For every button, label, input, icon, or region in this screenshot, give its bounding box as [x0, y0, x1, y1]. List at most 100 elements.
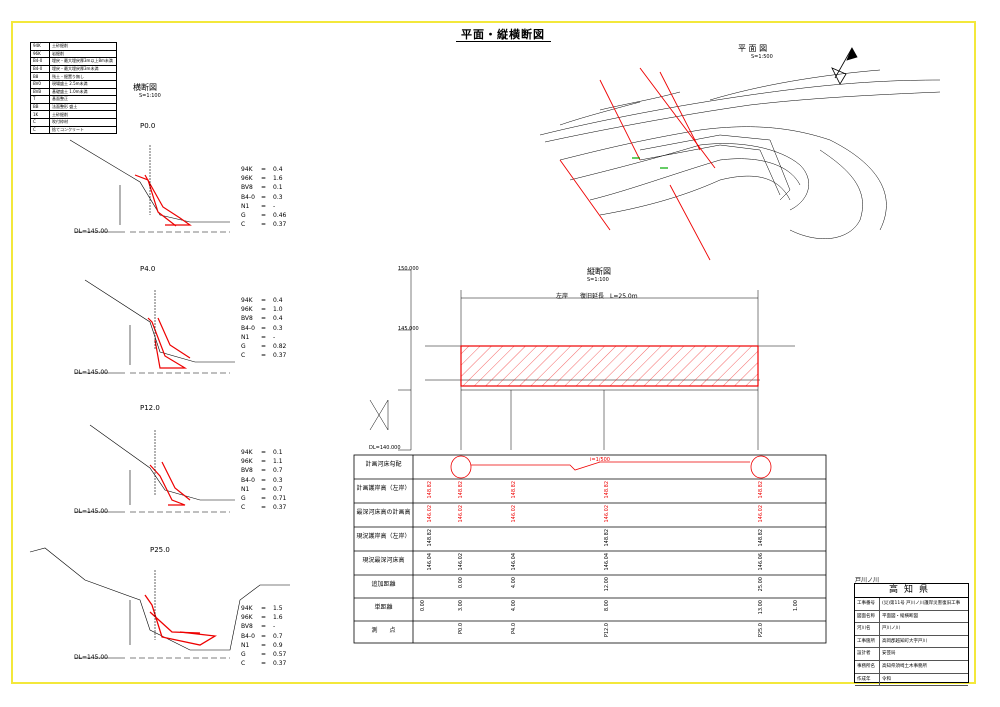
quantity-row: N1=0.7	[241, 485, 286, 494]
quantity-cell: B4-0	[241, 324, 255, 332]
profile-row-label: 計画河床勾配	[365, 461, 402, 468]
quantity-cell: 0.7	[273, 467, 283, 475]
span-label: 左岸 復旧延長 L=25.0m	[556, 293, 638, 300]
quantity-cell: 0.37	[273, 504, 287, 512]
quantity-cell: =	[261, 485, 267, 493]
quantity-cell: 0.37	[273, 352, 287, 360]
quantity-row: N1=0.9	[241, 641, 286, 650]
profile-value: 25.00	[758, 577, 764, 592]
legend-cell: 捨てコンクリート	[49, 125, 117, 135]
quantity-cell: 0.37	[273, 221, 287, 229]
profile-row-label: 追加距離	[371, 581, 396, 588]
quantity-cell: BV8	[241, 184, 253, 192]
profile-value: 146.02	[458, 553, 464, 571]
quantity-cell: G	[241, 212, 246, 220]
quantity-cell: N1	[241, 641, 250, 649]
profile-value: 13.00	[758, 600, 764, 615]
quantity-cell: 1.0	[273, 306, 283, 314]
profile-value: 4.00	[511, 577, 517, 589]
section-datum: DL=145.00	[74, 654, 108, 661]
profile-value: 148.82	[427, 529, 433, 547]
quantity-cell: 0.3	[273, 324, 283, 332]
quantity-cell: =	[261, 202, 267, 210]
quantity-row: 96K=1.6	[241, 174, 286, 183]
section-datum: DL=145.00	[74, 508, 108, 515]
title-block-row: 図面名称平面図・縦横断図	[855, 610, 968, 624]
quantity-cell: =	[261, 458, 267, 466]
quantity-cell: BV8	[241, 315, 253, 323]
title-block-row: 事務所名高知県須崎土木事務所	[855, 660, 968, 674]
quantity-cell: =	[261, 504, 267, 512]
quantity-cell: N1	[241, 333, 250, 341]
title-block-row: 河川名戸川ノ川	[855, 623, 968, 636]
quantity-cell: 1.5	[273, 605, 283, 612]
quantity-cell: =	[261, 343, 267, 351]
quantity-row: BV8 = 0.4	[241, 314, 286, 323]
profile-value: 1.00	[793, 600, 799, 612]
profile-row-label: 現況最深河床高	[362, 557, 405, 564]
quantity-row: 94K=1.5	[241, 604, 286, 613]
quantity-cell: N1	[241, 485, 250, 493]
profile-value: 146.04	[427, 553, 433, 571]
title-block-cell: 戸川ノ川	[882, 626, 900, 632]
profile-row-label: 現況護岸高（左岸）	[356, 533, 411, 540]
longitudinal-scale: S=1:100	[587, 277, 609, 283]
title-block-header: 高知県	[855, 584, 968, 598]
profile-value: 146.06	[758, 553, 764, 571]
quantity-cell: 0.1	[273, 449, 283, 456]
quantity-cell: =	[261, 175, 267, 183]
quantity-row: C=0.37	[241, 351, 286, 360]
quantity-cell: BV8	[241, 467, 253, 475]
profile-value: 146.02	[458, 505, 464, 523]
title-underline	[456, 41, 551, 42]
profile-value: 146.02	[758, 505, 764, 523]
quantity-cell: G	[241, 651, 246, 659]
quantity-row: BV8=-	[241, 622, 286, 631]
profile-row-label: 最深河床高の計画高	[356, 509, 411, 516]
quantity-cell: B4-0	[241, 632, 255, 640]
quantity-row: C=0.37	[241, 659, 286, 668]
quantity-row: G=0.46	[241, 211, 286, 220]
quantity-cell: 0.57	[273, 651, 287, 659]
quantity-cell: =	[261, 495, 267, 503]
quantity-row: G = 0.57	[241, 650, 286, 659]
quantity-cell: 0.3	[273, 476, 283, 484]
quantity-row: N1=-	[241, 202, 286, 211]
quantity-cell: =	[261, 193, 267, 201]
profile-value: 148.82	[427, 481, 433, 499]
quantity-cell: N1	[241, 202, 250, 210]
section-name: P4.0	[140, 265, 156, 273]
profile-value: 0.00	[420, 600, 426, 612]
slope-label: i=1/500	[590, 457, 610, 463]
profile-value: 0.00	[458, 577, 464, 589]
quantity-cell: 0.4	[273, 297, 283, 304]
profile-value: P25.0	[758, 623, 764, 638]
quantity-cell: 0.4	[273, 315, 283, 323]
section-datum: DL=145.00	[74, 369, 108, 376]
quantity-cell: =	[261, 467, 267, 475]
profile-value: 146.02	[427, 505, 433, 523]
quantity-cell: =	[261, 651, 267, 659]
quantity-cell: 94K	[241, 166, 253, 173]
title-block: 高知県 工事番号(災)第11号 戸川ノ川護岸災害復旧工事図面名称平面図・縦横断図…	[854, 583, 969, 687]
quantity-row: 96K=1.6	[241, 613, 286, 622]
quantity-row: 94K=0.1	[241, 448, 286, 457]
quantity-cell: =	[261, 306, 267, 314]
quantity-cell: 96K	[241, 306, 253, 314]
quantity-cell: =	[261, 297, 267, 304]
section-name: P0.0	[140, 122, 156, 130]
quantity-cell: =	[261, 333, 267, 341]
title-block-cell: 安芸局	[882, 651, 896, 657]
quantity-row: C=0.37	[241, 503, 286, 512]
profile-value: 146.02	[511, 505, 517, 523]
profile-value: 146.04	[511, 553, 517, 571]
quantity-cell: G	[241, 343, 246, 351]
quantity-cell: =	[261, 623, 267, 631]
quantity-cell: =	[261, 315, 267, 323]
quantity-cell: 94K	[241, 605, 253, 612]
title-block-cell: 工事箇所	[855, 635, 880, 648]
profile-value: P12.0	[604, 623, 610, 638]
quantity-row: 96K = 1.0	[241, 305, 286, 314]
